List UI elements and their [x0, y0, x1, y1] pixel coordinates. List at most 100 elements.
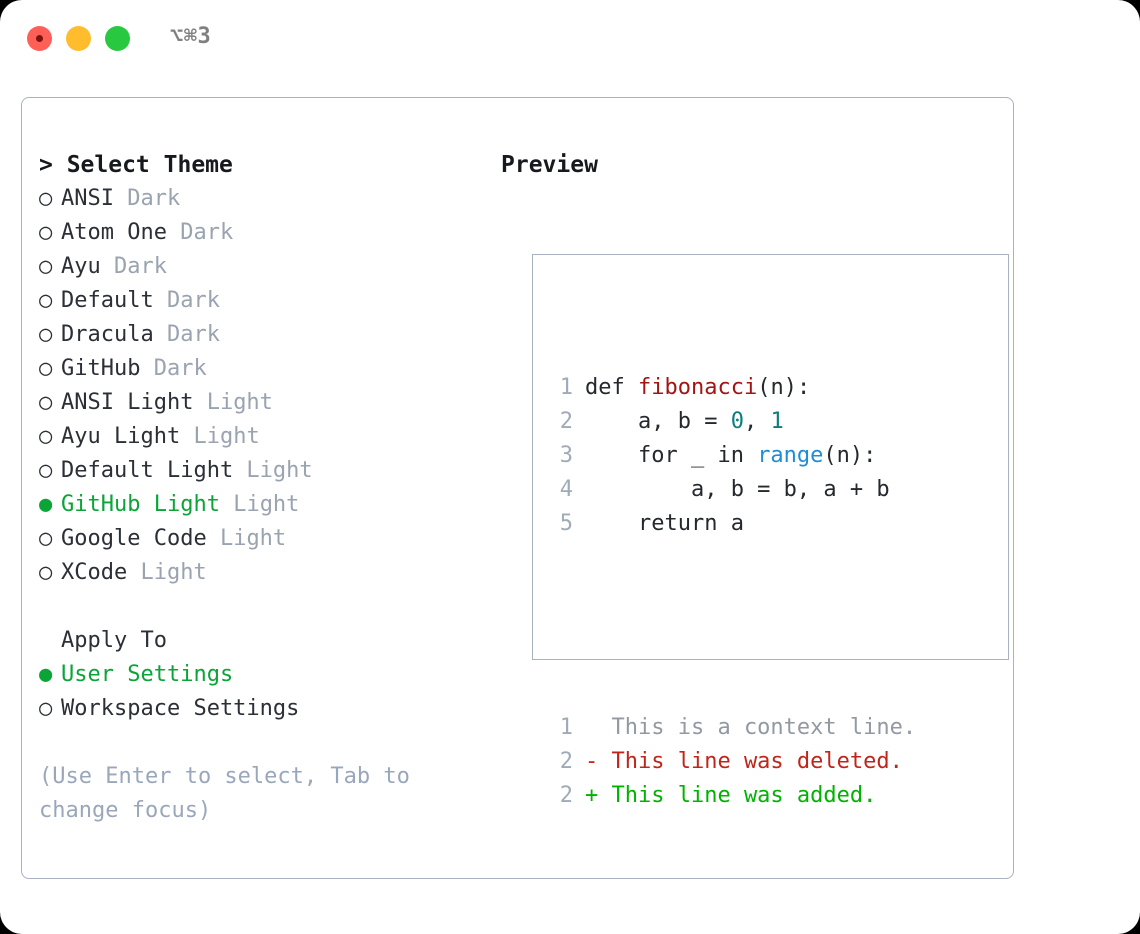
theme-variant-tag: Dark	[140, 356, 207, 381]
radio-unselected-icon: ○	[39, 458, 53, 483]
code-line: 3 for _ in range(n):	[549, 439, 916, 473]
line-number: 3	[559, 443, 573, 468]
traffic-lights	[27, 26, 130, 51]
code-token-num: 0	[730, 409, 744, 434]
code-token-plain: (n):	[757, 375, 811, 400]
radio-selected-icon: ●	[39, 492, 53, 517]
radio-unselected-icon: ○	[39, 356, 53, 381]
preview-heading: Preview	[501, 152, 598, 178]
main-panel: > Select Theme ○ANSI Dark○Atom One Dark○…	[21, 97, 1014, 879]
line-number: 2	[559, 783, 573, 808]
theme-option-label: Default	[61, 288, 154, 313]
theme-option-4[interactable]: ○ Dracula Dark	[39, 318, 479, 352]
theme-option-2[interactable]: ○ Ayu Dark	[39, 250, 479, 284]
theme-option-6[interactable]: ○ANSI Light Light	[39, 386, 479, 420]
radio-selected-icon: ●	[39, 662, 53, 687]
theme-option-label: GitHub	[61, 356, 141, 381]
theme-variant-tag: Dark	[113, 186, 181, 211]
line-number: 1	[559, 375, 573, 400]
theme-option-9[interactable]: ● GitHub Light Light	[39, 488, 479, 522]
theme-option-3[interactable]: ○Default Dark	[39, 284, 479, 318]
list-spacer	[39, 590, 479, 624]
theme-variant-tag: Light	[127, 560, 207, 585]
close-window-icon[interactable]	[27, 26, 52, 51]
theme-option-11[interactable]: ○ XCode Light	[39, 556, 479, 590]
theme-variant-tag: Light	[193, 390, 273, 415]
diff-line-deleted: 2 - This line was deleted.	[549, 745, 916, 779]
keyboard-hint-text: (Use Enter to select, Tab to change focu…	[39, 764, 410, 823]
theme-option-label: XCode	[61, 560, 128, 585]
line-number: 5	[559, 511, 573, 536]
radio-unselected-icon: ○	[39, 220, 53, 245]
theme-variant-tag: Dark	[100, 254, 167, 279]
select-theme-heading: > Select Theme	[39, 152, 233, 178]
line-number: 4	[559, 477, 573, 502]
theme-option-label: Default Light	[61, 458, 234, 483]
theme-option-0[interactable]: ○ANSI Dark	[39, 182, 479, 216]
apply-to-option-0[interactable]: ● User Settings	[39, 658, 479, 692]
theme-variant-tag: Light	[233, 458, 313, 483]
apply-to-heading: Apply To	[61, 628, 167, 653]
theme-variant-tag: Dark	[153, 288, 220, 313]
radio-unselected-icon: ○	[39, 322, 53, 347]
code-line: 1 def fibonacci(n):	[549, 371, 916, 405]
theme-option-1[interactable]: ○ Atom One Dark	[39, 216, 479, 250]
radio-unselected-icon: ○	[39, 696, 53, 721]
theme-variant-tag: Light	[219, 492, 300, 517]
theme-option-label: Atom One	[61, 220, 167, 245]
diff-line-text: This is a context line.	[585, 715, 917, 740]
apply-to-option-label: Workspace Settings	[61, 696, 300, 721]
radio-unselected-icon: ○	[39, 390, 53, 415]
code-line: 4 a, b = b, a + b	[549, 473, 916, 507]
code-token-plain: def	[585, 375, 638, 400]
theme-option-label: Dracula	[61, 322, 154, 347]
code-token-fn: fibonacci	[637, 375, 758, 400]
theme-option-label: GitHub Light	[61, 492, 220, 517]
code-token-plain: a, b =	[585, 409, 731, 434]
line-number: 2	[559, 409, 573, 434]
theme-option-7[interactable]: ○ Ayu Light Light	[39, 420, 479, 454]
apply-to-option-1[interactable]: ○ Workspace Settings	[39, 692, 479, 726]
code-token-plain: ,	[743, 409, 771, 434]
title-bar: ⌥⌘3	[0, 0, 1140, 78]
line-number: 2	[559, 749, 573, 774]
code-token-plain: a, b = b, a + b	[585, 477, 890, 502]
theme-option-label: Google Code	[61, 526, 207, 551]
theme-variant-tag: Dark	[166, 220, 234, 245]
code-token-plain: (n):	[823, 443, 877, 468]
apply-to-list: ● User Settings ○ Workspace Settings	[39, 658, 479, 726]
radio-unselected-icon: ○	[39, 254, 53, 279]
radio-unselected-icon: ○	[39, 526, 53, 551]
theme-option-label: Ayu	[61, 254, 101, 279]
theme-option-5[interactable]: ○ GitHub Dark	[39, 352, 479, 386]
code-token-plain: return a	[585, 511, 744, 536]
apply-to-option-label: User Settings	[61, 662, 234, 687]
radio-unselected-icon: ○	[39, 424, 53, 449]
theme-selector-pane: > Select Theme ○ANSI Dark○Atom One Dark○…	[39, 148, 479, 828]
theme-option-label: Ayu Light	[61, 424, 181, 449]
keyboard-shortcut-label: ⌥⌘3	[170, 24, 212, 49]
theme-variant-tag: Light	[180, 424, 260, 449]
diff-line-context: 1 This is a context line.	[549, 711, 916, 745]
code-line: 5 return a	[549, 507, 916, 541]
theme-variant-tag: Dark	[153, 322, 220, 347]
theme-option-label: ANSI	[61, 186, 114, 211]
code-token-plain: for _ in	[585, 443, 758, 468]
theme-option-10[interactable]: ○ Google Code Light	[39, 522, 479, 556]
maximize-window-icon[interactable]	[105, 26, 130, 51]
diff-line-text: - This line was deleted.	[585, 749, 903, 774]
diff-sample: 1 This is a context line. 2 - This line wa…	[549, 711, 916, 813]
diff-line-added: 2+ This line was added.	[549, 779, 916, 813]
minimize-window-icon[interactable]	[66, 26, 91, 51]
code-token-call: range	[757, 443, 824, 468]
theme-variant-tag: Light	[206, 526, 287, 551]
theme-option-8[interactable]: ○ Default Light Light	[39, 454, 479, 488]
radio-unselected-icon: ○	[39, 560, 53, 585]
code-diff-separator	[549, 609, 916, 643]
code-token-num: 1	[770, 409, 784, 434]
